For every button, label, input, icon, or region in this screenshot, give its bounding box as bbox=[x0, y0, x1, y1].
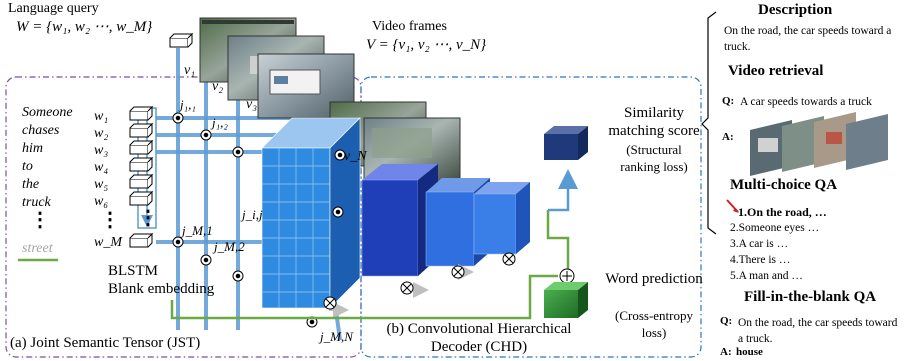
tensor-label-jmn: j_M,N bbox=[320, 329, 353, 344]
vr-a-label: A: bbox=[722, 131, 734, 143]
similarity-cube bbox=[544, 126, 588, 160]
plus-node bbox=[559, 268, 575, 284]
fitb-q-text: On the road, the car speeds toward a tru… bbox=[738, 317, 898, 345]
video-frame-images bbox=[199, 17, 461, 183]
word-label-3: w₃ bbox=[94, 143, 109, 158]
vr-q-label: Q: bbox=[722, 95, 735, 107]
green-paths bbox=[18, 210, 570, 320]
chd-conv-blocks bbox=[361, 164, 530, 277]
correct-answer-check-icon bbox=[726, 199, 739, 213]
video-frames-formula: V = {v₁, v₂ ⋯, v_N} bbox=[366, 37, 487, 53]
word-label-4: w₄ bbox=[94, 160, 109, 175]
mcqa-option-3: 3.A car is … bbox=[730, 238, 789, 250]
box-ellipsis: ⋮ bbox=[138, 207, 158, 229]
similarity-subtitle: (Structural ranking loss) bbox=[620, 142, 688, 174]
mcqa-option-1: 1.On the road, … bbox=[738, 205, 827, 219]
word-label-5: w₅ bbox=[94, 177, 109, 192]
tensor-label-j11: j₁,₁ bbox=[180, 97, 196, 112]
mcqa-option-2: 2.Someone eyes … bbox=[730, 222, 820, 234]
retrieval-video-stack bbox=[750, 112, 888, 176]
video-retrieval-heading: Video retrieval bbox=[728, 63, 824, 79]
right-bracket bbox=[701, 11, 717, 235]
frame-label-v1: v₁ bbox=[184, 63, 196, 78]
tensor-label-jij: j_i,j bbox=[242, 207, 263, 222]
word-label-6: w₆ bbox=[94, 194, 109, 209]
word-label-m: w_M bbox=[94, 235, 122, 250]
language-query-title: Language query bbox=[8, 1, 99, 16]
word-label-1: w₁ bbox=[94, 109, 109, 124]
description-heading: Description bbox=[758, 2, 833, 18]
jst-region bbox=[5, 76, 362, 358]
frame-label-v2: v₂ bbox=[212, 79, 224, 94]
chd-caption: (b) Convolutional Hierarchical Decoder (… bbox=[386, 321, 572, 355]
fitb-heading: Fill-in-the-blank QA bbox=[744, 289, 877, 305]
mcqa-option-5: 5.A man and … bbox=[730, 270, 803, 282]
sentence-word-6: truck bbox=[22, 195, 51, 210]
sentence-word-4: to bbox=[22, 159, 33, 174]
tensor-label-j12: j₁,₂ bbox=[212, 115, 228, 130]
operator-circles bbox=[323, 252, 516, 310]
tensor-nodes bbox=[172, 112, 346, 328]
language-query-formula: W = {w₁, w₂ ⋯, w_M} bbox=[16, 19, 153, 35]
tensor-label-jm1: j_M,1 bbox=[182, 223, 213, 238]
chd-region bbox=[360, 76, 702, 358]
similarity-arrow bbox=[548, 169, 578, 212]
blstm-label: BLSTM bbox=[108, 263, 159, 279]
description-text: On the road, the car speeds toward a tru… bbox=[724, 25, 892, 53]
video-frames-title: Video frames bbox=[372, 19, 447, 34]
sentence-word-3: him bbox=[22, 141, 43, 156]
tensor-label-jm2: j_M,2 bbox=[214, 239, 245, 254]
sentence-word-1: Someone bbox=[22, 105, 73, 120]
sentence-ellipsis: ⋮ bbox=[30, 209, 50, 231]
blank-embedding-label: Blank embedding bbox=[108, 281, 215, 297]
similarity-title: Similarity matching score bbox=[608, 105, 700, 139]
fitb-answer: house bbox=[736, 346, 763, 358]
mcqa-heading: Multi-choice QA bbox=[730, 177, 838, 193]
sentence-word-2: chases bbox=[22, 123, 60, 138]
fitb-q-label: Q: bbox=[720, 315, 733, 327]
frame-label-vn: v_N bbox=[344, 149, 367, 164]
word-label-2: w₂ bbox=[94, 126, 109, 141]
fitb-a-label: A: bbox=[720, 346, 732, 358]
jst-caption: (a) Joint Semantic Tensor (JST) bbox=[10, 335, 201, 351]
sentence-word-5: the bbox=[22, 177, 40, 192]
vr-q-text: A car speeds towards a truck bbox=[740, 96, 872, 108]
word-prediction-subtitle: (Cross-entropy loss) bbox=[615, 308, 693, 340]
frame-label-v3: v₃ bbox=[246, 97, 258, 112]
word-ellipsis: ⋮ bbox=[100, 209, 120, 231]
word-prediction-title: Word prediction bbox=[605, 271, 703, 287]
joint-semantic-tensor bbox=[261, 117, 361, 309]
word-prediction-cube bbox=[544, 282, 588, 318]
mcqa-option-4: 4.There is … bbox=[730, 254, 791, 266]
word-embedding-boxes bbox=[129, 105, 154, 248]
blank-word: street bbox=[22, 241, 53, 256]
